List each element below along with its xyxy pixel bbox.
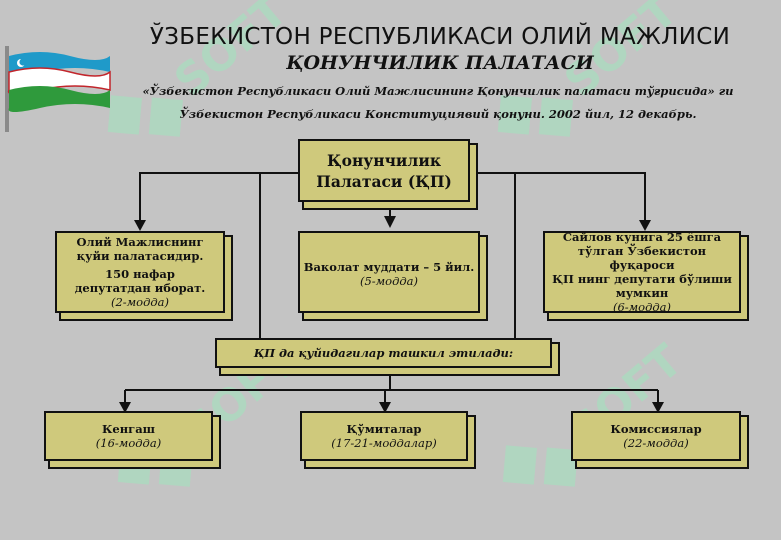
- uzbekistan-flag-icon: [5, 46, 111, 132]
- connector-lines: [124, 172, 659, 406]
- source-line-1: «Ўзбекистон Республикаси Олий Мажлисинин…: [142, 84, 734, 98]
- page-subtitle: ҚОНУНЧИЛИК ПАЛАТАСИ: [286, 52, 594, 74]
- source-line-2: Ўзбекистон Республикаси Конституциявий қ…: [179, 107, 697, 121]
- node-council-ref: (16-модда): [95, 435, 162, 450]
- node-council: Кенгаш (16-модда): [44, 411, 213, 461]
- page-title: ЎЗБЕКИСТОН РЕСПУБЛИКАСИ ОЛИЙ МАЖЛИСИ: [149, 24, 731, 50]
- node-term: Ваколат муддати – 5 йил. (5-модда): [298, 231, 480, 313]
- node-chamber: Қонунчилик Палатаси (ҚП): [298, 139, 470, 202]
- node-lower-house: Олий Мажлиснинг қуйи палатасидир. 150 на…: [55, 231, 225, 313]
- node-commissions: Комиссиялар (22-модда): [571, 411, 741, 461]
- node-committees-label: Қўмиталар: [346, 421, 422, 436]
- arrowheads: [119, 216, 664, 413]
- node-organization-label: ҚП да қуйидагилар ташкил этилади:: [253, 346, 514, 360]
- node-lower-house-line2: қуйи палатасидир.: [76, 248, 204, 263]
- node-eligibility-line3: ҚП нинг депутати бўлиши: [552, 271, 732, 286]
- node-term-line1: Ваколат муддати – 5 йил.: [303, 260, 475, 274]
- node-chamber-line2: Палатаси (ҚП): [316, 171, 452, 191]
- node-eligibility-line1: Сайлов кунига 25 ёшга: [562, 229, 722, 244]
- node-organization: ҚП да қуйидагилар ташкил этилади:: [215, 338, 552, 368]
- node-eligibility-line2: тўлган Ўзбекистон фуқароси: [577, 243, 707, 272]
- node-eligibility-ref: (6-модда): [612, 299, 672, 314]
- node-lower-house-line1: Олий Мажлиснинг: [76, 234, 204, 249]
- node-committees-ref: (17-21-моддалар): [331, 435, 437, 450]
- node-term-ref: (5-модда): [359, 274, 419, 288]
- node-committees: Қўмиталар (17-21-моддалар): [300, 411, 468, 461]
- node-lower-house-ref: (2-модда): [110, 294, 170, 309]
- node-commissions-ref: (22-модда): [623, 435, 689, 450]
- node-commissions-label: Комиссиялар: [610, 421, 702, 436]
- node-council-label: Кенгаш: [101, 421, 156, 436]
- node-lower-house-line4: депутатдан иборат.: [74, 280, 206, 295]
- node-lower-house-line3: 150 нафар: [105, 266, 175, 281]
- node-eligibility: Сайлов кунига 25 ёшга тўлган Ўзбекистон …: [543, 229, 741, 314]
- node-eligibility-line4: мумкин: [615, 285, 669, 300]
- node-chamber-line1: Қонунчилик: [326, 150, 442, 170]
